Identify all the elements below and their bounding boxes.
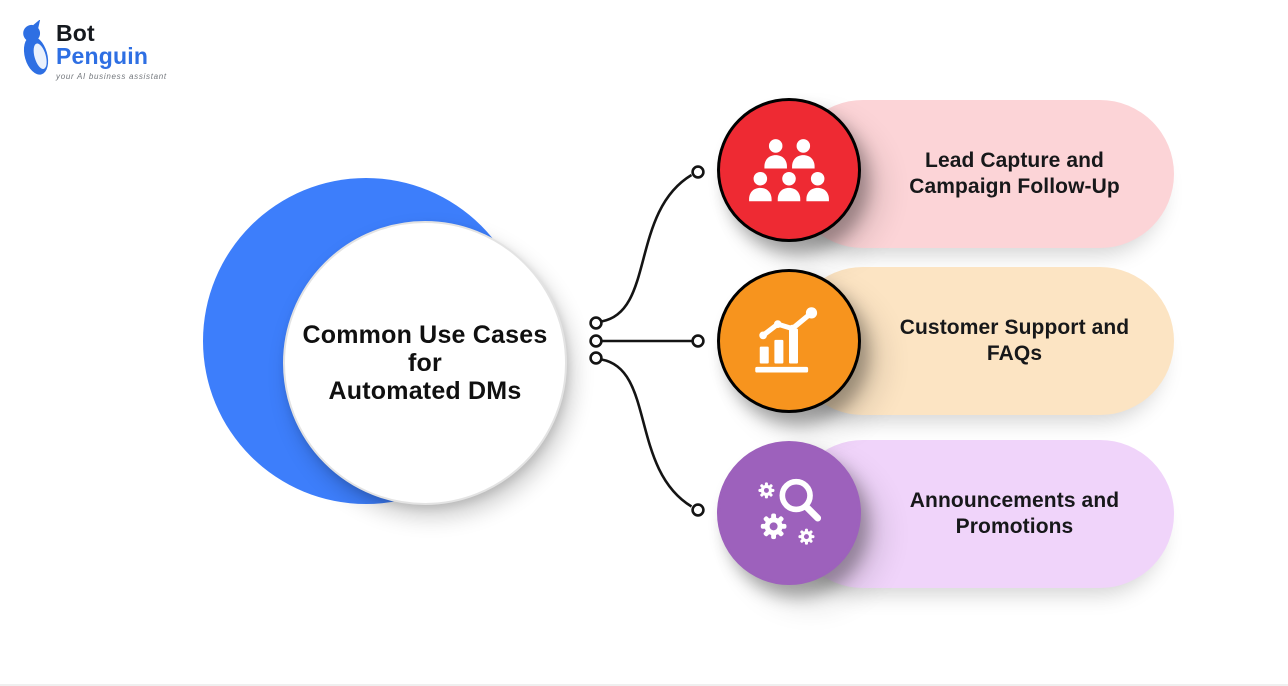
connector-top	[601, 173, 693, 323]
botpenguin-logo: Bot Penguin your AI business assistant	[16, 14, 167, 81]
brand-name-penguin: Penguin	[56, 43, 149, 69]
node-dot	[691, 165, 705, 179]
node-dot	[691, 503, 705, 517]
use-case-label: Customer Support and FAQs	[899, 315, 1130, 366]
node-dot	[589, 334, 603, 348]
use-case-circle-announcements	[717, 441, 861, 585]
people-group-icon	[749, 139, 829, 202]
center-title: Common Use Cases for Automated DMs	[302, 321, 548, 405]
gears-magnifier-icon	[758, 478, 822, 545]
brand-tagline: your AI business assistant	[56, 72, 167, 81]
use-case-circle-lead-capture	[717, 98, 861, 242]
brand-name-bot: Bot	[56, 20, 95, 46]
use-case-label: Announcements and Promotions	[909, 488, 1120, 539]
connector-bottom	[601, 358, 693, 508]
page-bottom-divider	[0, 684, 1288, 686]
node-dot	[589, 351, 603, 365]
center-circle: Common Use Cases for Automated DMs	[283, 221, 567, 505]
node-dot	[691, 334, 705, 348]
bar-chart-trend-icon	[755, 307, 818, 373]
use-case-label: Lead Capture and Campaign Follow-Up	[909, 148, 1120, 199]
brand-text: Bot Penguin your AI business assistant	[56, 20, 167, 82]
penguin-icon	[23, 20, 49, 75]
use-case-circle-customer-support	[717, 269, 861, 413]
node-dot	[589, 316, 603, 330]
